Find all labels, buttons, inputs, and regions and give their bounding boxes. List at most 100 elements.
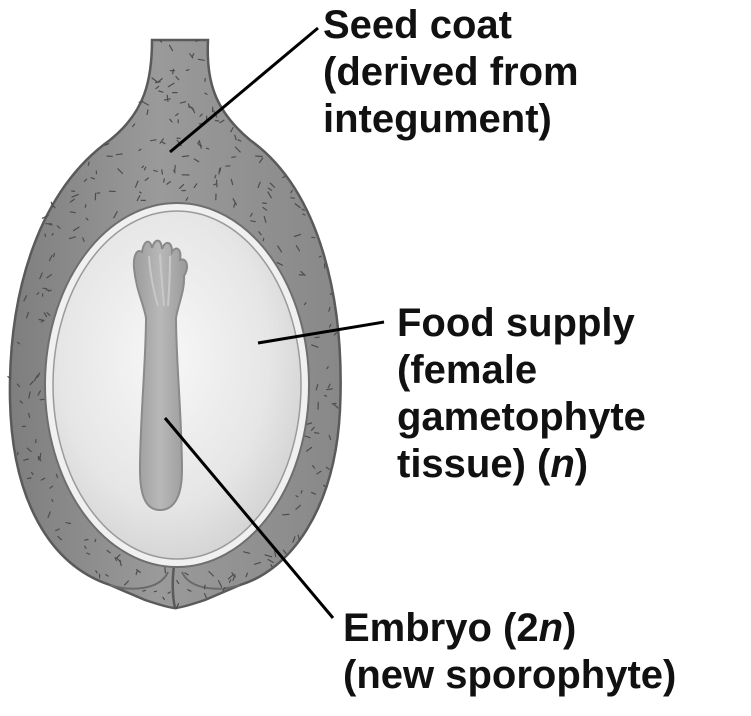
seed-coat-speckle bbox=[179, 184, 185, 189]
seed-coat-speckle bbox=[193, 183, 198, 189]
seed-coat-speckle bbox=[267, 191, 272, 199]
seed-coat-speckle bbox=[106, 549, 111, 554]
seed-coat-texture bbox=[7, 39, 339, 610]
seed-coat-speckle bbox=[142, 589, 146, 592]
seed-coat-speckle bbox=[135, 569, 138, 576]
seed-coat-speckle bbox=[38, 456, 42, 462]
seed-coat-speckle bbox=[94, 538, 97, 543]
seed-coat-speckle bbox=[259, 157, 264, 164]
embryo-leader-line bbox=[163, 417, 335, 619]
seed-coat-speckle bbox=[47, 289, 52, 292]
seed-coat-speckle bbox=[44, 233, 47, 237]
seed-coat-speckle bbox=[323, 484, 327, 488]
seed-coat-speckle bbox=[141, 165, 145, 169]
seed-coat-speckle bbox=[163, 178, 165, 183]
seed-coat-speckle bbox=[82, 237, 85, 242]
food-supply-label-line-2: (female bbox=[397, 348, 538, 392]
embryo-label: Embryo (2n) (new sporophyte) bbox=[343, 605, 676, 699]
seed-coat-speckle bbox=[234, 134, 237, 141]
seed-coat-speckle bbox=[327, 383, 331, 388]
seed-coat-speckle bbox=[305, 446, 313, 452]
seed-coat-speckle bbox=[311, 344, 319, 348]
seed-coat-speckle bbox=[153, 169, 158, 172]
seed-coat-speckle bbox=[292, 536, 296, 543]
seed-coat-speckle bbox=[65, 522, 72, 525]
seed-coat-speckle bbox=[189, 53, 194, 59]
seed-coat-speckle bbox=[150, 139, 157, 142]
seed-coat-speckle bbox=[303, 302, 307, 306]
seed-coat-speckle bbox=[297, 534, 300, 541]
seed-coat-label: Seed coat (derived from integument) bbox=[323, 2, 579, 143]
seed-coat-speckle bbox=[227, 574, 234, 580]
seed-coat-speckle bbox=[249, 212, 253, 217]
embryo bbox=[132, 239, 188, 512]
seed-coat-speckle bbox=[158, 90, 164, 93]
seed-coat-speckle bbox=[318, 255, 322, 258]
seed-coat-speckle bbox=[162, 596, 165, 601]
seed-coat-speckle bbox=[157, 77, 163, 83]
seed-coat-speckle bbox=[219, 119, 225, 124]
seed-coat-speckle bbox=[263, 215, 267, 223]
seed-coat-speckle bbox=[293, 233, 302, 238]
seed-coat-speckle bbox=[205, 147, 210, 150]
seed-coat-speckle bbox=[154, 81, 161, 84]
seed-coat-speckle bbox=[36, 372, 41, 378]
seed-coat-speckle bbox=[41, 214, 49, 219]
seed-coat-speckle bbox=[153, 590, 158, 593]
seed-coat-speckle bbox=[312, 465, 316, 469]
seed-coat-speckle bbox=[232, 198, 237, 206]
seed-coat-speckle bbox=[138, 100, 144, 103]
seed-coat-speckle bbox=[23, 295, 28, 302]
seed-coat-speckle bbox=[43, 312, 48, 318]
seed-coat-speckle bbox=[245, 572, 248, 578]
seed-coat-speckle bbox=[203, 584, 206, 590]
seed-coat-speckle bbox=[295, 495, 299, 498]
seed-coat-speckle bbox=[159, 138, 164, 144]
seed-coat-speckle bbox=[300, 270, 306, 276]
seed-coat-speckle bbox=[326, 366, 329, 370]
seed-coat-speckle bbox=[167, 591, 171, 594]
seed-coat-speckle bbox=[213, 183, 218, 186]
seed-coat-speckle bbox=[270, 564, 273, 568]
seed-coat-speckle bbox=[52, 252, 56, 258]
seed-coat-speckle bbox=[26, 311, 29, 319]
seed-coat-label-line-3: integument) bbox=[323, 97, 552, 141]
seed-coat-speckle bbox=[29, 381, 34, 386]
seed-coat-speckle bbox=[175, 75, 180, 81]
seed-coat-speckle bbox=[46, 312, 51, 316]
seed-coat-speckle bbox=[304, 435, 311, 439]
seed-coat-speckle bbox=[144, 177, 149, 181]
seed-coat-speckle bbox=[314, 432, 320, 434]
seed-coat-speckle bbox=[324, 394, 328, 397]
seed-coat-speckle bbox=[197, 58, 205, 61]
seed-coat-speckle bbox=[71, 193, 79, 198]
seed-coat-speckle bbox=[168, 44, 174, 52]
seed-coat-speckle bbox=[83, 545, 87, 549]
seed-coat-speckle bbox=[302, 213, 306, 216]
seed-coat-speckle bbox=[169, 118, 173, 123]
seed-coat-speckle bbox=[166, 94, 169, 103]
embryo-ploidy-post: ) bbox=[563, 606, 577, 650]
seed-coat-speckle bbox=[290, 189, 293, 194]
seed-coat-speckle bbox=[38, 318, 45, 321]
seed-coat-speckle bbox=[217, 579, 223, 588]
seed-coat-speckle bbox=[282, 175, 286, 179]
embryo-cotyledon-line-3 bbox=[167, 255, 171, 307]
seed-coat-speckle bbox=[326, 388, 333, 391]
seed-coat-left-lobe bbox=[109, 571, 169, 590]
seed-coat-speckle bbox=[214, 119, 220, 122]
seed-coat-speckle bbox=[204, 92, 208, 96]
seed-coat-speckle bbox=[264, 554, 273, 558]
seed-coat-label-line-2: (derived from bbox=[323, 50, 579, 94]
seed-coat-speckle bbox=[250, 220, 256, 223]
food-supply-ploidy-pre: tissue) ( bbox=[397, 442, 551, 486]
seed-coat-leader-line bbox=[169, 26, 319, 154]
embryo-label-line-1: Embryo (2n) bbox=[343, 605, 676, 652]
seed-coat-speckle bbox=[146, 109, 149, 116]
seed-coat-speckle bbox=[222, 586, 226, 592]
seed-coat-speckle bbox=[310, 426, 315, 431]
embryo-ploidy-n: n bbox=[538, 606, 564, 650]
seed-coat-speckle bbox=[328, 323, 332, 328]
seed-coat-speckle bbox=[184, 572, 189, 576]
seed-coat-speckle bbox=[134, 180, 139, 188]
